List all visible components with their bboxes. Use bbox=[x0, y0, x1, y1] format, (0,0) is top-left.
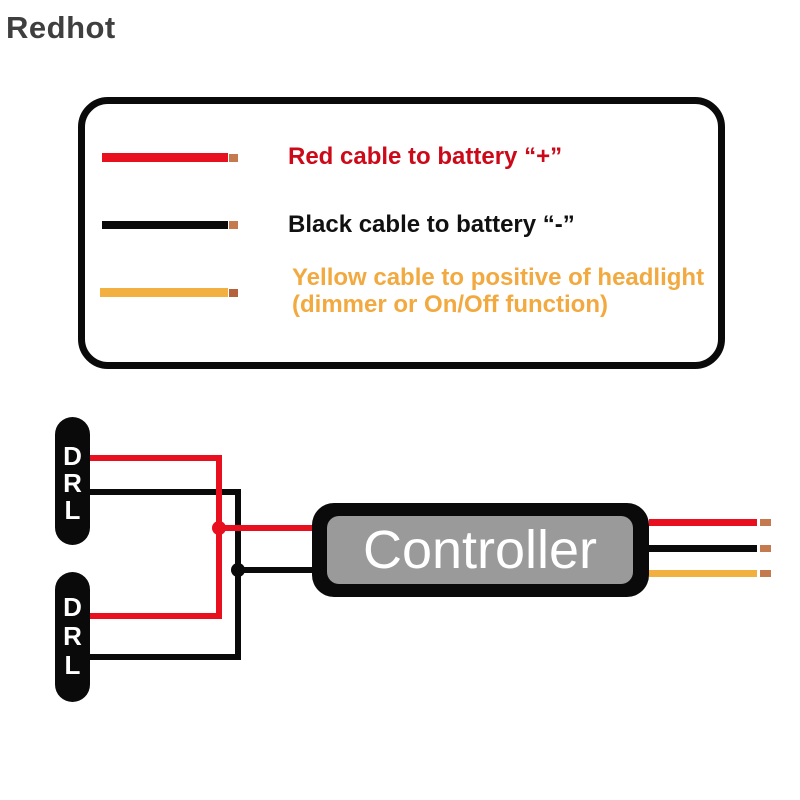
drl-letter: L bbox=[64, 650, 81, 680]
copper-tip-icon bbox=[760, 519, 771, 526]
drl-letter: R bbox=[63, 468, 82, 498]
wire-red-to-controller bbox=[216, 525, 320, 531]
drl-letter: L bbox=[64, 495, 81, 525]
output-wire-yellow bbox=[649, 570, 757, 577]
drl-top-pill: D R L bbox=[55, 417, 90, 545]
copper-tip-icon bbox=[229, 154, 238, 162]
wire-black-to-controller bbox=[235, 567, 320, 573]
legend-label-yellow: Yellow cable to positive of headlight (d… bbox=[292, 264, 704, 318]
copper-tip-icon bbox=[760, 570, 771, 577]
legend-box: Red cable to battery “+” Black cable to … bbox=[78, 97, 725, 369]
black-wire-swatch bbox=[102, 221, 228, 229]
legend-label-black: Black cable to battery “-” bbox=[288, 211, 575, 238]
wire-red-bottom bbox=[89, 613, 222, 619]
copper-tip-icon bbox=[229, 289, 238, 297]
red-junction-dot bbox=[212, 521, 226, 535]
wire-red-vertical bbox=[216, 455, 222, 619]
copper-tip-icon bbox=[760, 545, 771, 552]
drl-letter: D bbox=[63, 441, 82, 471]
black-junction-dot bbox=[231, 563, 245, 577]
drl-letter: D bbox=[63, 592, 82, 622]
wire-black-bottom bbox=[89, 654, 241, 660]
drl-bottom-pill: D R L bbox=[55, 572, 90, 702]
legend-label-yellow-line1: Yellow cable to positive of headlight bbox=[292, 264, 705, 291]
drl-letter: R bbox=[63, 621, 82, 651]
legend-label-yellow-line2: (dimmer or On/Off function) bbox=[292, 291, 608, 318]
controller-label: Controller bbox=[362, 520, 598, 580]
copper-tip-icon bbox=[229, 221, 238, 229]
output-wire-red bbox=[649, 519, 757, 526]
wire-red-top bbox=[89, 455, 222, 461]
brand-watermark: Redhot bbox=[6, 10, 116, 45]
wire-black-top bbox=[89, 489, 241, 495]
red-wire-swatch bbox=[102, 153, 228, 162]
legend-label-red: Red cable to battery “+” bbox=[288, 143, 563, 170]
output-wire-black bbox=[649, 545, 757, 552]
controller-face: Controller bbox=[327, 516, 633, 584]
yellow-wire-swatch bbox=[100, 288, 228, 297]
